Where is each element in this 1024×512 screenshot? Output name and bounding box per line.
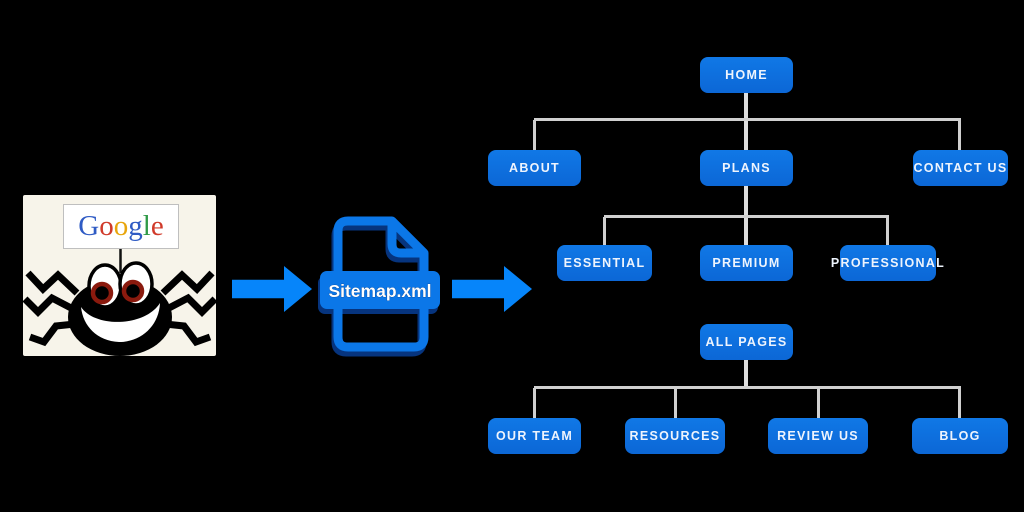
tree-node-label: REVIEW US <box>777 429 859 443</box>
tree-node-about: ABOUT <box>488 150 581 186</box>
right-arrow-icon <box>232 266 312 312</box>
tree-node-premium: PREMIUM <box>700 245 793 281</box>
logo-letter: G <box>78 210 100 242</box>
logo-letter: e <box>150 210 164 242</box>
tree-node-review-us: REVIEW US <box>768 418 868 454</box>
tree-node-label: HOME <box>725 68 768 82</box>
right-arrow-icon <box>452 266 532 312</box>
tree-node-home: HOME <box>700 57 793 93</box>
tree-node-label: CONTACT US <box>913 161 1008 175</box>
logo-letter: o <box>99 210 114 242</box>
sitemap-file-label: Sitemap.xml <box>328 281 431 301</box>
tree-node-label: RESOURCES <box>629 429 721 443</box>
connector-drop-resources <box>674 388 677 418</box>
spider-icon <box>23 243 216 356</box>
tree-node-all-pages: ALL PAGES <box>700 324 793 360</box>
tree-node-label: ALL PAGES <box>705 335 788 349</box>
connector-drop-our-team <box>533 388 536 418</box>
connector-level3-horizontal <box>534 386 961 389</box>
tree-node-label: OUR TEAM <box>495 429 574 443</box>
connector-level1-horizontal <box>534 118 961 121</box>
connector-drop-review-us <box>817 388 820 418</box>
connector-drop-about <box>533 120 536 150</box>
tree-node-label: ESSENTIAL <box>563 256 646 270</box>
connector-drop-professional <box>886 217 889 245</box>
connector-drop-blog <box>958 388 961 418</box>
connector-level2-horizontal <box>604 215 889 218</box>
tree-node-blog: BLOG <box>912 418 1008 454</box>
tree-node-label: ABOUT <box>509 161 560 175</box>
tree-node-our-team: OUR TEAM <box>488 418 581 454</box>
xml-document-icon: Sitemap.xml <box>320 216 440 352</box>
connector-drop-contact-us <box>958 120 961 150</box>
tree-node-resources: RESOURCES <box>625 418 725 454</box>
sitemap-xml-file: Sitemap.xml <box>318 213 442 364</box>
tree-node-label: PREMIUM <box>712 256 781 270</box>
connector-allpages-children <box>744 360 748 388</box>
tree-node-label: PROFESSIONAL <box>830 256 946 270</box>
tree-node-professional: PROFESSIONAL <box>831 245 944 281</box>
tree-node-label: BLOG <box>939 429 981 443</box>
tree-node-plans: PLANS <box>700 150 793 186</box>
connector-drop-essential <box>603 217 606 245</box>
logo-letter: o <box>113 210 129 242</box>
logo-letter: l <box>142 210 151 242</box>
logo-letter: g <box>128 210 143 242</box>
tree-node-label: PLANS <box>722 161 771 175</box>
tree-node-essential: ESSENTIAL <box>557 245 652 281</box>
connector-home-children <box>744 92 748 150</box>
tree-node-contact-us: CONTACT US <box>913 150 1008 186</box>
